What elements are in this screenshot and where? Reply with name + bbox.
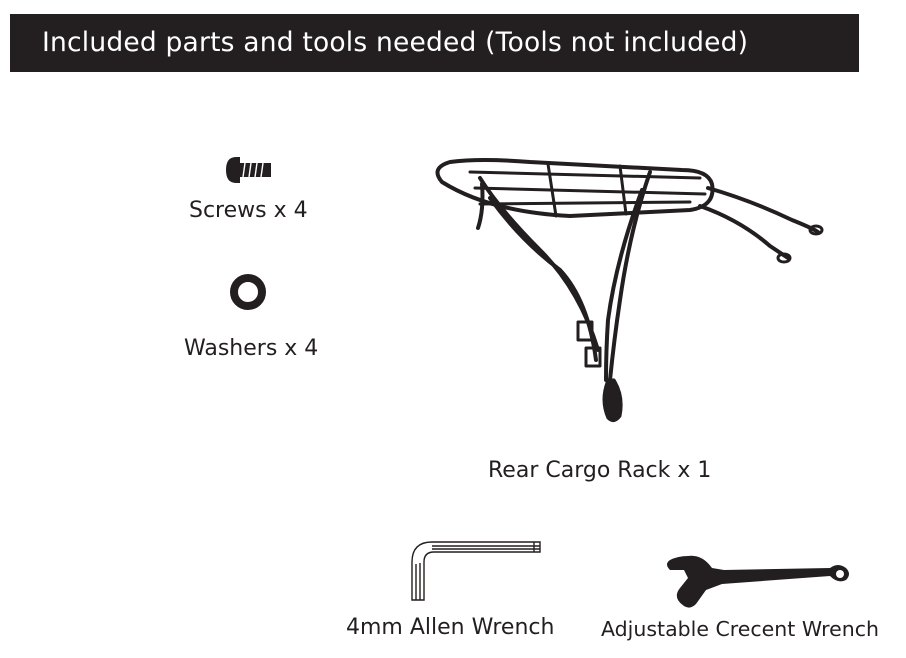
rear-cargo-rack-icon [435, 158, 824, 423]
header-banner: Included parts and tools needed (Tools n… [10, 14, 859, 72]
page-title: Included parts and tools needed (Tools n… [42, 27, 749, 58]
screw-icon [226, 157, 271, 183]
washer-icon [230, 274, 266, 310]
allen-wrench-icon [411, 541, 541, 601]
washers-label: Washers x 4 [184, 336, 319, 361]
adjustable-wrench-icon [667, 555, 849, 608]
allen-wrench-label: 4mm Allen Wrench [346, 615, 555, 640]
screws-label: Screws x 4 [189, 198, 308, 223]
rack-label: Rear Cargo Rack x 1 [488, 458, 712, 483]
adjustable-wrench-label: Adjustable Crecent Wrench [601, 617, 880, 641]
